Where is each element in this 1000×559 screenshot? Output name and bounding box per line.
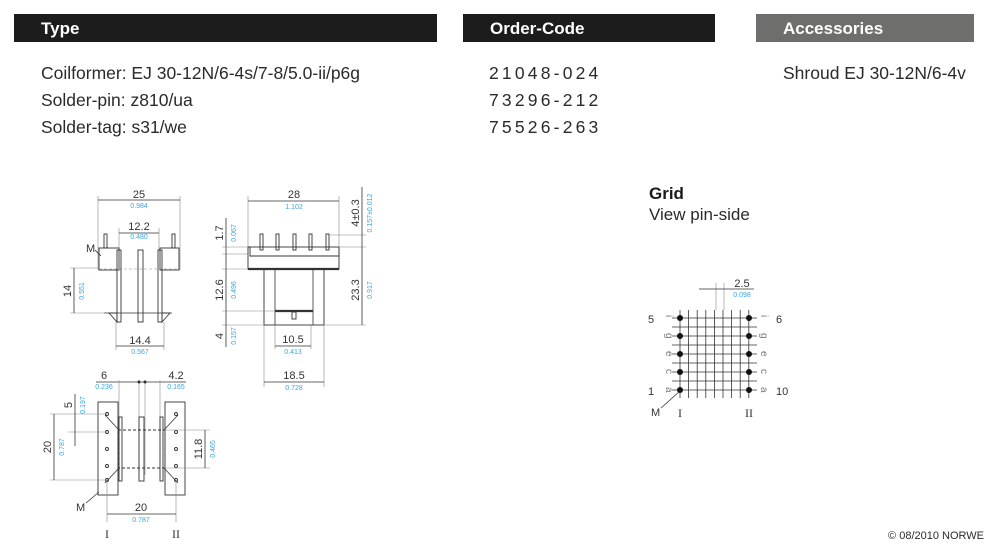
front-base-mm: 14.4	[129, 335, 150, 347]
grid-row-letter: g	[758, 333, 769, 339]
grid-subtitle: View pin-side	[649, 205, 750, 224]
side-pin-mm: 1.7	[214, 225, 226, 240]
side-slot-in: 0.413	[284, 349, 302, 356]
grid-row-letter: e	[663, 351, 674, 357]
side-slot-mm: 10.5	[282, 334, 303, 346]
side-width-in: 1.102	[285, 204, 303, 211]
side-total-mm: 23.3	[350, 279, 362, 300]
grid-pin	[746, 351, 752, 357]
order-code: 21048-024	[489, 63, 602, 83]
front-inner-mm: 12.2	[128, 221, 149, 233]
grid-row-letter: c	[663, 369, 674, 374]
front-width-in: 0.984	[130, 203, 148, 210]
order-code-header: Order-Code	[463, 14, 715, 42]
front-height-in: 0.551	[79, 282, 86, 300]
side-body-mm: 12.6	[214, 279, 226, 300]
grid-row-letter: a	[663, 387, 674, 393]
accessories-list: Shroud EJ 30-12N/6-4v	[783, 60, 966, 87]
order-code-list: 21048-024 73296-212 75526-263	[489, 60, 602, 141]
order-code: 73296-212	[489, 90, 602, 110]
type-line-solder-tag: Solder-tag: s31/we	[41, 117, 187, 137]
grid-pin	[677, 315, 683, 321]
bottom-marker: M	[76, 502, 85, 514]
grid-pin-label-1: 1	[648, 386, 654, 398]
grid-pin	[677, 333, 683, 339]
grid-row-letter: e	[758, 351, 769, 357]
bottom-left-mm: 6	[101, 370, 107, 382]
grid-row-letter: i	[758, 315, 769, 317]
grid-pin	[677, 369, 683, 375]
side-total-in: 0.917	[367, 281, 374, 299]
side-foot-in: 0.157	[231, 327, 238, 345]
accessory-item: Shroud EJ 30-12N/6-4v	[783, 63, 966, 83]
bottom-view-drawing: 6 0.236 4.2 0.165 5	[42, 370, 217, 541]
grid-pitch-mm: 2.5	[734, 278, 749, 290]
accessories-header: Accessories	[756, 14, 974, 42]
grid-drawing: 2.5 0.098 5 1 6 10 M I II i i g g e e c c a a	[648, 278, 788, 420]
front-marker: M	[86, 243, 95, 255]
side-body-in: 0.496	[231, 281, 238, 299]
bottom-pitch-in: 0.787	[132, 517, 150, 524]
side-width-mm: 28	[288, 189, 300, 201]
grid-marker: M	[651, 407, 660, 419]
type-header: Type	[14, 14, 437, 42]
front-inner-in: 0.480	[130, 234, 148, 241]
front-width-mm: 25	[133, 189, 145, 201]
grid-pin	[746, 369, 752, 375]
grid-pin-label-6: 6	[776, 314, 782, 326]
grid-row-letter: i	[663, 315, 674, 317]
bottom-side-label-2: II	[172, 527, 180, 541]
grid-pin	[746, 315, 752, 321]
grid-pin	[746, 333, 752, 339]
grid-title: Grid	[649, 184, 684, 203]
grid-row-letter: a	[758, 387, 769, 393]
bottom-side-label-1: I	[105, 527, 109, 541]
side-view-drawing: 28 1.102 1.7 0.067 12.6 0.496 4 0.157	[214, 187, 374, 392]
bottom-pitch-mm: 20	[135, 502, 147, 514]
bottom-height-in: 0.787	[59, 438, 66, 456]
grid-pin-label-10: 10	[776, 386, 788, 398]
side-foot-mm: 4	[214, 333, 226, 339]
side-base-mm: 18.5	[283, 370, 304, 382]
grid-pin-label-5: 5	[648, 314, 654, 326]
grid-pin	[746, 387, 752, 393]
front-height-mm: 14	[62, 285, 74, 297]
grid-pitch-in: 0.098	[733, 292, 751, 299]
type-list: Coilformer: EJ 30-12N/6-4s/7-8/5.0-ii/p6…	[41, 60, 360, 141]
bottom-height-mm: 20	[42, 441, 54, 453]
bottom-inner-in: 0.465	[210, 440, 217, 458]
grid-pin	[677, 387, 683, 393]
order-code: 75526-263	[489, 117, 602, 137]
side-tol-in: 0.157±0.012	[367, 193, 374, 232]
type-line-solder-pin: Solder-pin: z810/ua	[41, 90, 193, 110]
side-tol-mm: 4±0.3	[350, 199, 362, 226]
bottom-left-in: 0.236	[95, 384, 113, 391]
side-base-in: 0.728	[285, 385, 303, 392]
grid-side-label-1: I	[678, 406, 682, 420]
grid-row-letter: c	[758, 369, 769, 374]
bottom-pin-mm: 5	[63, 402, 75, 408]
front-view-drawing: 25 0.984 12.2 0.480 M 14 0.551 14.4 0.	[62, 189, 181, 356]
bottom-right-in: 0.165	[167, 384, 185, 391]
front-base-in: 0.567	[131, 349, 149, 356]
side-pin-in: 0.067	[231, 224, 238, 242]
type-line-coilformer: Coilformer: EJ 30-12N/6-4s/7-8/5.0-ii/p6…	[41, 63, 361, 83]
grid-row-letter: g	[663, 333, 674, 339]
bottom-inner-mm: 11.8	[193, 439, 205, 460]
copyright: © 08/2010 NORWE	[888, 530, 984, 542]
grid-side-label-2: II	[745, 406, 753, 420]
bottom-pin-in: 0.197	[80, 396, 87, 414]
grid-pin	[677, 351, 683, 357]
bottom-right-mm: 4.2	[168, 370, 183, 382]
